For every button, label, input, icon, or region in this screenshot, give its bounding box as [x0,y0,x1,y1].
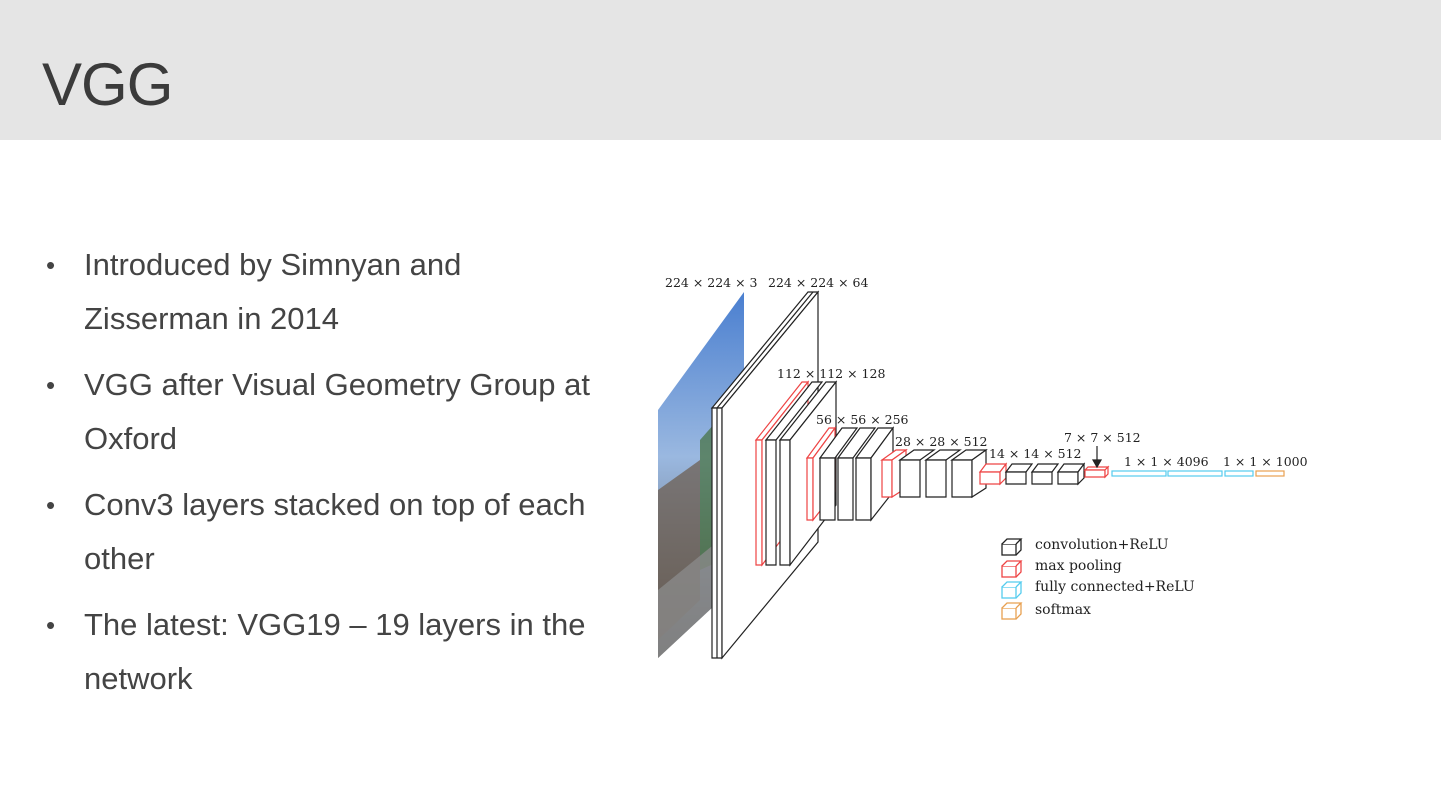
pool-layer-5 [1083,465,1110,479]
legend-item: convolution+ReLU [1001,537,1169,556]
label-conv1-size: 224 × 224 × 64 [768,275,869,290]
fc-layer-2 [1167,470,1223,477]
label-conv4-size: 28 × 28 × 512 [895,434,988,449]
bullet-dot: • [46,610,56,640]
bullet-item: • Conv3 layers stacked on top of each ot… [44,478,604,586]
label-conv2-size: 112 × 112 × 128 [777,366,885,381]
legend-cube-icon [1001,538,1023,556]
bullet-text: Introduced by Simnyan and Zisserman in 2… [84,247,462,336]
label-softmax-size: 1 × 1 × 1000 [1223,454,1308,469]
conv-block-4 [898,448,988,499]
legend-item: softmax [1001,602,1091,620]
fc-layers [1111,470,1254,477]
softmax-layer [1255,470,1285,477]
label-conv3-size: 56 × 56 × 256 [816,412,909,427]
legend-label: max pooling [1035,558,1122,574]
legend: convolution+ReLU max pooling fully conne… [1001,537,1195,620]
legend-cube-icon [1001,602,1023,620]
bullet-item: • The latest: VGG19 – 19 layers in the n… [44,598,604,706]
fc-layer-1 [1111,470,1167,477]
legend-item: max pooling [1001,558,1122,578]
legend-label: convolution+ReLU [1035,537,1169,553]
vgg-architecture-diagram: 224 × 224 × 3 224 × 224 × 64 112 × 112 ×… [658,275,1308,660]
bullet-dot: • [46,250,56,280]
pool5-arrow [1091,446,1103,469]
legend-cube-icon [1001,581,1023,599]
legend-label: fully connected+ReLU [1035,579,1195,595]
fc-layer-3 [1224,470,1254,477]
bullet-text: VGG after Visual Geometry Group at Oxfor… [84,367,590,456]
conv-block-5 [1004,462,1086,486]
label-conv5-size: 14 × 14 × 512 [989,446,1082,461]
bullet-dot: • [46,370,56,400]
bullet-list: • Introduced by Simnyan and Zisserman in… [44,238,604,718]
bullet-text: The latest: VGG19 – 19 layers in the net… [84,607,586,696]
label-fc-size: 1 × 1 × 4096 [1124,454,1209,469]
bullet-item: • Introduced by Simnyan and Zisserman in… [44,238,604,346]
pool-layer-4 [978,462,1008,486]
legend-cube-icon [1001,560,1023,578]
slide-title: VGG [42,51,173,118]
legend-label: softmax [1035,602,1091,618]
bullet-text: Conv3 layers stacked on top of each othe… [84,487,586,576]
bullet-item: • VGG after Visual Geometry Group at Oxf… [44,358,604,466]
label-pool5-size: 7 × 7 × 512 [1064,430,1141,445]
bullet-dot: • [46,490,56,520]
title-bar: VGG [0,0,1441,140]
label-input-size: 224 × 224 × 3 [665,275,758,290]
legend-item: fully connected+ReLU [1001,579,1195,599]
